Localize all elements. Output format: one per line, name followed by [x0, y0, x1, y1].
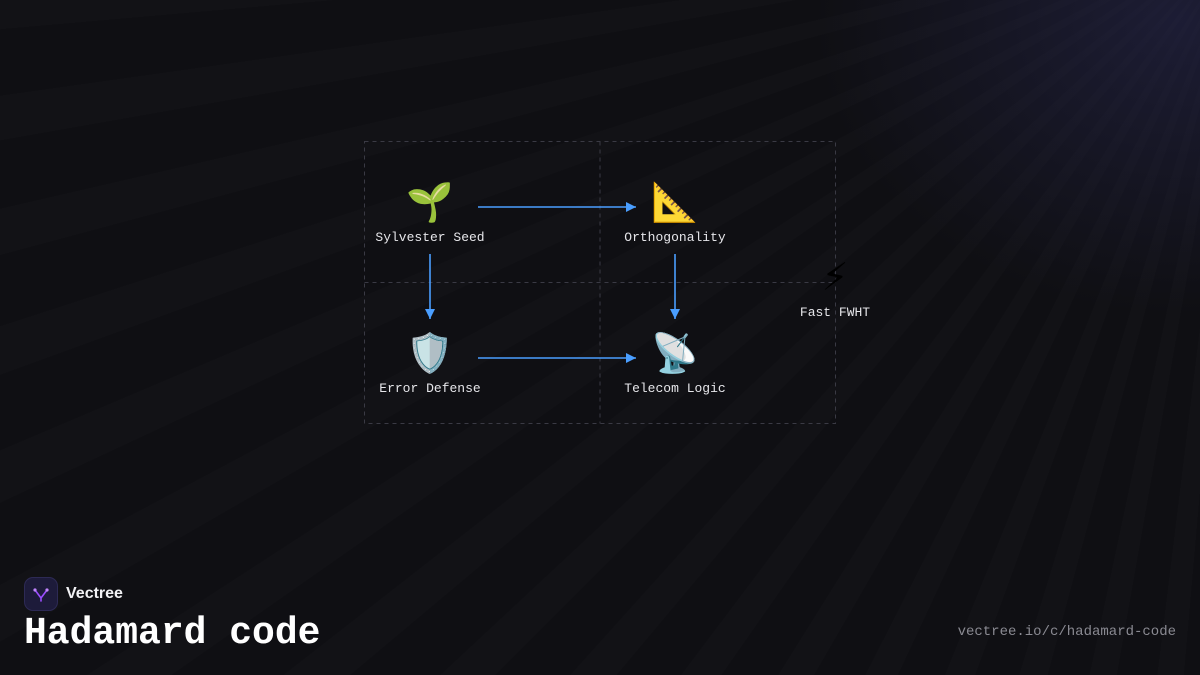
tree-glyph-icon	[33, 588, 49, 602]
node-label: Error Defense	[379, 381, 480, 396]
diagram-nodes: 🌱 Sylvester Seed 📐 Orthogonality ⚡ Fast FWHT 🛡…	[375, 180, 870, 396]
page-url[interactable]: vectree.io/c/hadamard-code	[957, 624, 1176, 640]
lightning-icon: ⚡	[822, 255, 849, 299]
node-error-defense: 🛡️ Error Defense	[379, 331, 480, 396]
brand-name: Vectree	[66, 585, 123, 602]
node-orthogonality: 📐 Orthogonality	[624, 180, 726, 245]
seedling-icon: 🌱	[406, 180, 453, 224]
diagram-grid	[364, 141, 836, 424]
shield-icon: 🛡️	[406, 331, 453, 375]
node-telecom-logic: 📡 Telecom Logic	[624, 329, 725, 396]
vectree-logo-icon	[24, 577, 58, 611]
node-sylvester-seed: 🌱 Sylvester Seed	[375, 180, 484, 245]
node-label: Fast FWHT	[800, 305, 870, 320]
page-title: Hadamard code	[24, 612, 321, 655]
brand: Vectree	[24, 577, 123, 611]
node-fast-fwht: ⚡ Fast FWHT	[800, 255, 870, 320]
satellite-antenna-icon: 📡	[651, 329, 698, 375]
node-label: Sylvester Seed	[375, 230, 484, 245]
diagram-edges	[425, 202, 680, 363]
node-label: Orthogonality	[624, 230, 726, 245]
triangular-ruler-icon: 📐	[651, 180, 698, 224]
node-label: Telecom Logic	[624, 381, 725, 396]
